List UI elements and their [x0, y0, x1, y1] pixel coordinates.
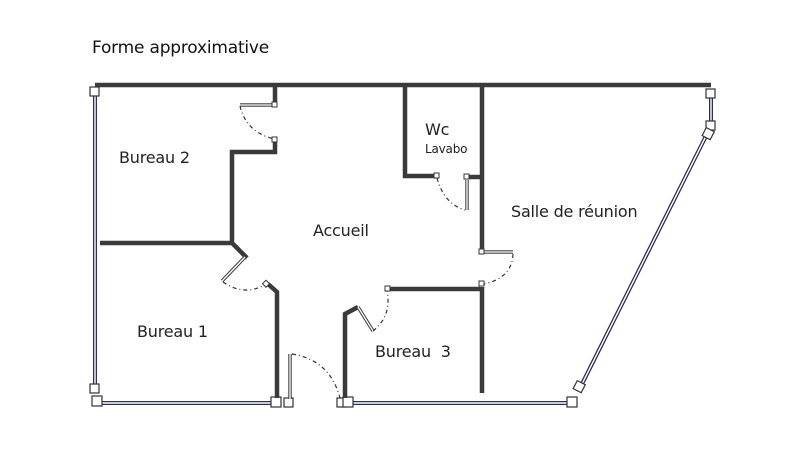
room-label-accueil: Accueil [313, 221, 369, 240]
door-swings [222, 105, 514, 399]
interior-walls [100, 85, 485, 398]
room-label-salle-de-reunion: Salle de réunion [511, 202, 638, 221]
plan-title: Forme approximative [92, 38, 270, 58]
room-label-wc: Wc [425, 120, 450, 139]
room-label-bureau-1: Bureau 1 [137, 322, 208, 341]
room-label-bureau-2: Bureau 2 [119, 148, 190, 167]
door-leaves [220, 103, 513, 399]
door-hinges [261, 101, 485, 292]
room-label-bureau-3: Bureau 3 [375, 342, 451, 361]
wall-posts [89, 86, 716, 408]
room-sublabel-lavabo: Lavabo [425, 142, 468, 156]
